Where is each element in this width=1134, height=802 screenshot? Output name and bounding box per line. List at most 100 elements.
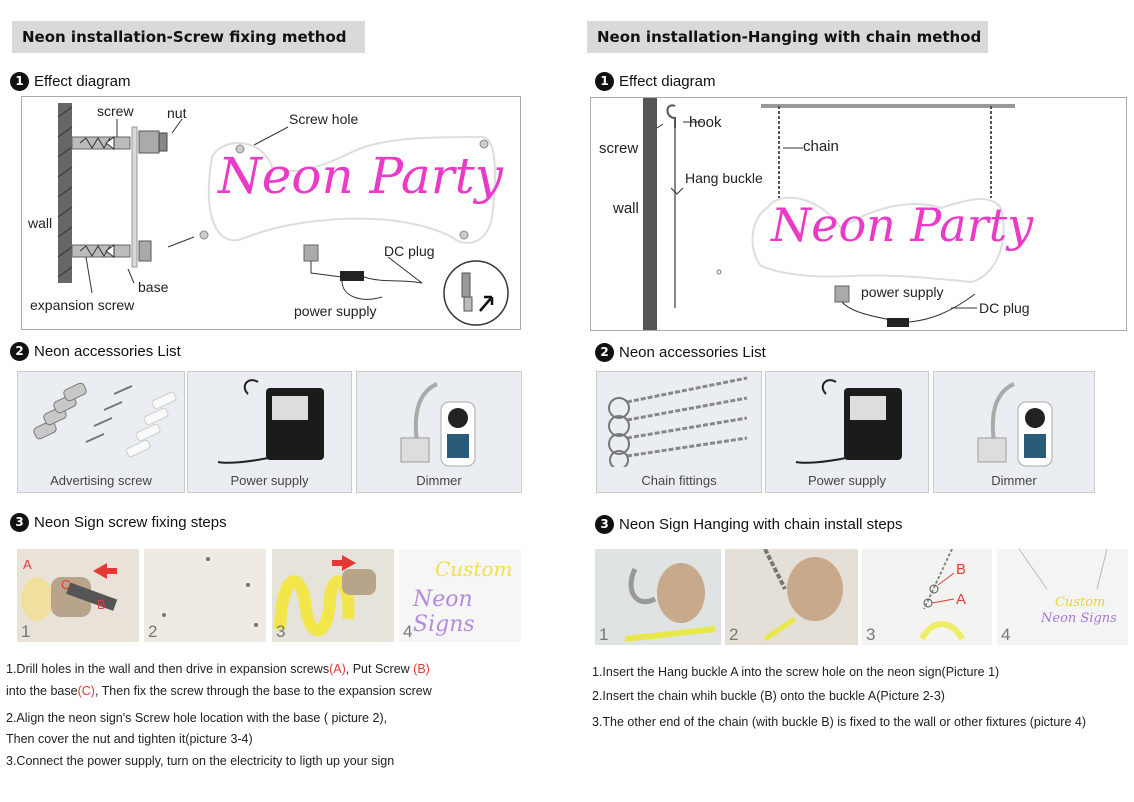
tighten-nut-photo (274, 555, 376, 637)
marker-b: B (97, 597, 106, 612)
step-photo-4: Custom Neon Signs 4 (997, 549, 1128, 645)
accessories-heading: 2 Neon accessories List (10, 342, 181, 361)
instruction-marker: (A) (329, 662, 346, 676)
instruction-marker: (C) (77, 684, 95, 698)
marker-b: B (956, 561, 967, 578)
accessory-caption: Power supply (230, 473, 309, 488)
power-adapter-image (217, 379, 324, 464)
steps-heading: 3 Neon Sign screw fixing steps (10, 513, 227, 532)
effect-diagram-title: Effect diagram (619, 73, 716, 90)
step-number: 1 (21, 622, 31, 641)
accessory-caption: Dimmer (991, 473, 1037, 488)
accessory-power-supply: Power supply (187, 371, 352, 493)
drill-photo (21, 563, 118, 621)
accessories-heading: 2 Neon accessories List (595, 343, 766, 362)
accessory-caption: Advertising screw (50, 473, 152, 488)
instruction-line-1: 1.Insert the Hang buckle A into the scre… (592, 665, 1000, 679)
steps-title: Neon Sign screw fixing steps (34, 514, 227, 531)
dimmer-remote-image (400, 382, 476, 467)
accessory-caption: Chain fittings (641, 473, 717, 488)
accessory-dimmer: Dimmer (356, 371, 522, 493)
instruction-line-3: 3.The other end of the chain (with buckl… (592, 715, 1086, 729)
screw-label: screw (599, 140, 639, 157)
chain-diagram-drawing (643, 98, 1015, 330)
instruction-line-1: 1.Drill holes in the wall and then drive… (6, 658, 430, 680)
custom-neon-text: Custom (1055, 595, 1106, 610)
attach-chain-photo (763, 549, 843, 642)
step-number: 4 (403, 622, 413, 641)
insert-hang-buckle-photo (624, 563, 716, 642)
wall-label: wall (613, 200, 639, 217)
instruction-line-2: into the base(C), Then fix the screw thr… (6, 680, 432, 702)
steps-heading: 3 Neon Sign Hanging with chain install s… (595, 515, 903, 534)
buckle-connection-photo (919, 549, 965, 641)
base-label: base (138, 279, 169, 295)
step-number: 3 (866, 625, 876, 644)
accessory-chain-fittings: Chain fittings (596, 371, 762, 493)
step-number-badge: 1 (595, 72, 614, 91)
dimmer-remote-image (977, 382, 1053, 467)
power-adapter-image (795, 379, 902, 464)
neon-sign-text: Neon Party (218, 147, 503, 205)
accessory-caption: Power supply (807, 473, 887, 488)
steps-title: Neon Sign Hanging with chain install ste… (619, 516, 903, 533)
screw-diagram-drawing (57, 103, 509, 326)
step-number-badge: 3 (10, 513, 29, 532)
step-photo-3: 3 (272, 549, 394, 642)
marker-a: A (23, 557, 32, 572)
step-number-badge: 2 (10, 342, 29, 361)
step-number: 2 (729, 625, 739, 644)
chain-label: chain (803, 138, 839, 155)
marker-a: A (956, 591, 967, 608)
step-number: 1 (599, 625, 609, 644)
accessory-dimmer: Dimmer (933, 371, 1095, 493)
wall-label: wall (28, 215, 53, 231)
accessories-title: Neon accessories List (619, 344, 766, 361)
neon-signs-text: Neon Signs (413, 587, 475, 637)
hanging-sign-photo (1018, 549, 1108, 590)
step-photo-1: 1 (595, 549, 721, 645)
instruction-marker: (B) (413, 662, 430, 676)
power-supply-label: power supply (294, 303, 377, 319)
instruction-line-2: 2.Insert the chain whih buckle (B) onto … (592, 689, 945, 703)
step-number-badge: 2 (595, 343, 614, 362)
dc-plug-label: DC plug (384, 243, 435, 259)
chain-method-header: Neon installation-Hanging with chain met… (587, 21, 988, 53)
step-number: 2 (148, 622, 158, 641)
neon-sign-text: Neon Party (771, 198, 1034, 252)
nut-label: nut (167, 105, 187, 121)
screw-set-image (33, 382, 177, 458)
accessory-power-supply: Power supply (765, 371, 929, 493)
instruction-line-5: 3.Connect the power supply, turn on the … (6, 754, 395, 768)
step-photo-2: 2 (725, 549, 858, 645)
step-photo-4: Custom Neon Signs 4 (399, 549, 521, 642)
power-supply-label: power supply (861, 284, 944, 300)
instruction-text: , Put Screw (345, 662, 414, 676)
step-number: 3 (276, 622, 286, 641)
marker-c: C (61, 577, 71, 592)
custom-neon-text: Custom (435, 557, 513, 581)
effect-diagram-title: Effect diagram (34, 73, 131, 90)
expansion-screw-label: expansion screw (30, 297, 135, 313)
screw-hole-label: Screw hole (289, 111, 359, 127)
instruction-line-3: 2.Align the neon sign's Screw hole locat… (6, 711, 388, 725)
screw-label: screw (97, 103, 134, 119)
accessory-caption: Dimmer (416, 473, 462, 488)
effect-diagram-heading: 1 Effect diagram (595, 72, 715, 91)
hang-buckle-label: Hang buckle (685, 170, 763, 186)
neon-signs-text: Neon Signs (1041, 611, 1117, 626)
chain-fittings-image (608, 376, 748, 470)
step-number-badge: 3 (595, 515, 614, 534)
screw-method-header: Neon installation-Screw fixing method (12, 21, 365, 53)
screw-method-panel: Neon installation-Screw fixing method 1 … (0, 0, 560, 802)
step-photo-1: A C B 1 (17, 549, 139, 642)
step-photo-3: B A 3 (862, 549, 992, 645)
wall-holes-photo (162, 557, 258, 627)
chain-effect-diagram: hook screw chain Hang buckle wall power … (590, 97, 1127, 331)
step-number: 4 (1001, 625, 1011, 644)
effect-diagram-heading: 1 Effect diagram (10, 72, 130, 91)
chain-method-panel: Neon installation-Hanging with chain met… (575, 0, 1134, 802)
accessories-title: Neon accessories List (34, 343, 181, 360)
step-number-badge: 1 (10, 72, 29, 91)
dc-plug-label: DC plug (979, 300, 1030, 316)
